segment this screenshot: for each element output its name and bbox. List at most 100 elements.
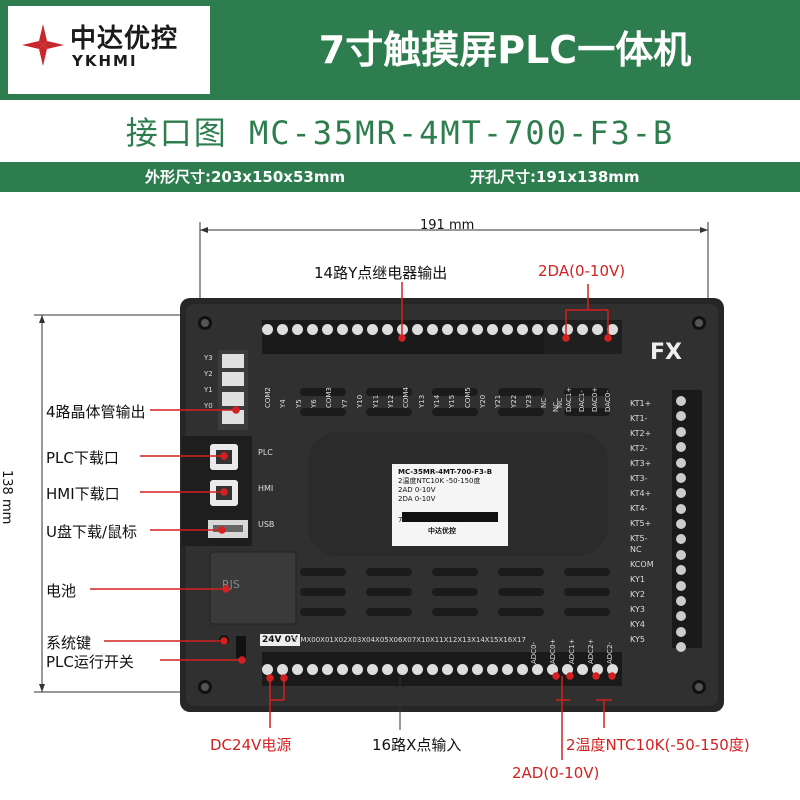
- pin-label: Y6: [310, 399, 319, 408]
- page-subtitle: 接口图 MC-35MR-4MT-700-F3-B: [125, 114, 675, 152]
- pin-label: Y4: [279, 399, 288, 408]
- pin-label: DAC0-: [604, 390, 612, 412]
- pin-label: DAC0+: [591, 386, 599, 412]
- pin-label: KT4-: [630, 504, 648, 513]
- right-pin-labels-kt: KT1+KT1-KT2+KT2-KT3+KT3-KT4+KT4-KT5+KT5-: [630, 398, 664, 545]
- screw-terminal: [547, 664, 558, 675]
- pin-label: COM3: [325, 387, 334, 408]
- pin-label: Y7: [340, 399, 349, 408]
- label-line: 2温度NTC10K -50-150度: [398, 477, 481, 485]
- ntc-callout: 2温度NTC10K(-50-150度): [566, 736, 750, 754]
- battery-callout: 电池: [46, 582, 77, 600]
- screw-terminal: [427, 324, 438, 335]
- screw-terminal: [277, 324, 288, 335]
- label-line: 2DA 0-10V: [398, 495, 436, 503]
- pin-label: DAC1+: [565, 386, 573, 412]
- screw-terminal: [367, 664, 378, 675]
- pin-label: Y2: [204, 370, 213, 378]
- pin-label: X03: [347, 636, 362, 644]
- pin-label: KT3+: [630, 459, 652, 468]
- screw-terminal: [676, 472, 686, 483]
- pin-label: ADC2+: [587, 638, 595, 664]
- pin-label: X17: [512, 636, 526, 644]
- bottom-screw-row: [262, 664, 618, 684]
- dimension-lines: [34, 222, 709, 693]
- screw-terminal: [547, 324, 558, 335]
- pin-label: NC: [540, 397, 549, 408]
- screw-terminal: [502, 664, 513, 675]
- pin-label: NC: [630, 545, 642, 554]
- right-screw-column: [676, 396, 690, 652]
- screw-terminal: [676, 580, 686, 591]
- pin-label: KCOM: [630, 560, 654, 569]
- transistor-output-callout: 4路晶体管输出: [46, 403, 146, 421]
- screw-terminal: [592, 664, 603, 675]
- screw-terminal: [292, 664, 303, 675]
- hmi-port-tag: HMI: [258, 484, 274, 493]
- pin-label: Y3: [204, 354, 213, 362]
- pin-label: Y5: [294, 399, 303, 408]
- label-brand: 中达优控: [428, 527, 456, 535]
- da-callout: 2DA(0-10V): [538, 262, 626, 280]
- run-switch-callout: PLC运行开关: [46, 653, 134, 671]
- pin-label: X13: [457, 636, 472, 644]
- pin-label: X11: [429, 636, 444, 644]
- pin-label: KT3-: [630, 474, 648, 483]
- pin-label: X05: [375, 636, 389, 644]
- screw-terminal: [337, 664, 348, 675]
- pin-label: KT2+: [630, 429, 652, 438]
- screw-terminal: [352, 324, 363, 335]
- pin-label: KT2-: [630, 444, 648, 453]
- pin-label: KY3: [630, 605, 645, 614]
- page-title: 7寸触摸屏PLC一体机: [318, 28, 692, 72]
- screw-terminal: [676, 396, 686, 406]
- screw-terminal: [337, 324, 348, 335]
- pin-label: KT4+: [630, 489, 652, 498]
- label-barcode-number: 700-20220711098: [398, 516, 463, 524]
- screw-terminal: [442, 324, 453, 335]
- screw-terminal: [412, 664, 423, 675]
- fx-label: FX: [650, 340, 682, 365]
- pin-label: KT1+: [630, 399, 652, 408]
- screw-terminal: [532, 664, 543, 675]
- screw-terminal: [292, 324, 303, 335]
- screw-terminal: [487, 664, 498, 675]
- pin-label: Y15: [448, 394, 457, 408]
- screw-terminal: [427, 664, 438, 675]
- screw-terminal: [307, 324, 318, 335]
- power-callout: DC24V电源: [210, 736, 292, 754]
- pin-label: KY5: [630, 635, 645, 644]
- pin-label: Y11: [371, 394, 380, 408]
- screw-terminal: [412, 324, 423, 335]
- screw-terminal: [676, 442, 686, 453]
- pin-label: DAC1-: [578, 390, 586, 412]
- top-screw-row: [262, 324, 618, 344]
- pin-label: KT5+: [630, 519, 652, 528]
- usb-callout: U盘下载/鼠标: [46, 523, 138, 541]
- screw-terminal: [397, 324, 408, 335]
- power-terminal-label: 24V 0V: [260, 634, 300, 646]
- pin-label: Y13: [417, 394, 426, 408]
- brand-name-en: YKHMI: [72, 52, 138, 70]
- screw-terminal: [487, 324, 498, 335]
- pin-label: Y14: [432, 394, 441, 408]
- screw-terminal: [457, 324, 468, 335]
- pin-label: ADC0+: [549, 638, 557, 664]
- pin-label: X12: [443, 636, 458, 644]
- plc-download-callout: PLC下载口: [46, 449, 119, 467]
- screw-terminal: [472, 664, 483, 675]
- screw-terminal: [676, 426, 686, 437]
- pin-label: Y1: [204, 386, 213, 394]
- screw-terminal: [676, 488, 686, 499]
- screw-terminal: [517, 664, 528, 675]
- x-input-callout: 16路X点输入: [372, 736, 462, 754]
- device-label: MC-35MR-4MT-700-F3-B 2温度NTC10K -50-150度 …: [398, 468, 498, 536]
- pin-label: ADC1+: [568, 638, 576, 664]
- pin-label: Y10: [356, 394, 365, 408]
- screw-terminal: [562, 324, 573, 335]
- system-key-callout: 系统键: [46, 634, 92, 652]
- screw-terminal: [592, 324, 603, 335]
- pin-label: ADC0-: [530, 641, 538, 664]
- pin-label: X15: [484, 636, 499, 644]
- label-model: MC-35MR-4MT-700-F3-B: [398, 468, 493, 476]
